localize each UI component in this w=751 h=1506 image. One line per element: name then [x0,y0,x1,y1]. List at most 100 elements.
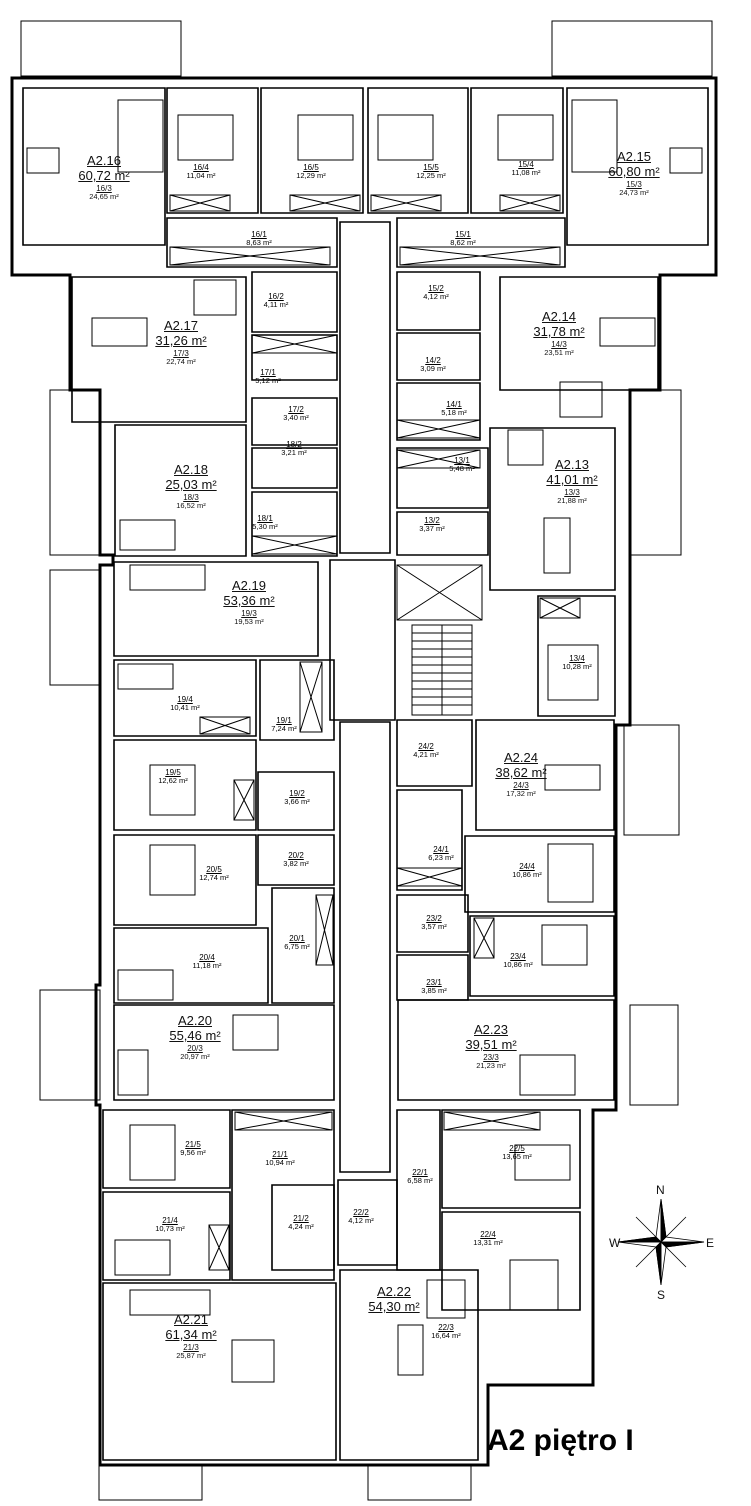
balcony [49,389,101,556]
wall [396,332,481,381]
wall [396,789,463,891]
corridor [339,221,391,554]
balcony [551,20,713,77]
wardrobes [169,194,581,1271]
compass-rose [617,1198,705,1286]
balcony [623,724,680,836]
wall [537,595,616,717]
floor-title: A2 piętro I [487,1424,634,1457]
wall [113,659,257,737]
balcony [98,1464,203,1501]
wall [396,1109,441,1271]
wall [470,87,564,214]
wall [396,382,481,441]
balcony [629,1004,679,1106]
wall [396,719,473,787]
wall [166,87,259,214]
wall [469,915,615,997]
wall [251,271,338,333]
wall [271,1184,335,1271]
shaft [299,661,323,733]
elevator [396,564,483,621]
compass-east: E [706,1236,715,1250]
wall [166,217,338,268]
balcony [367,1464,472,1501]
wall [113,927,269,1004]
wall [566,87,709,246]
wall [337,1179,398,1266]
wall [259,659,335,741]
wall [489,427,616,591]
wall [231,1109,335,1281]
elevator-cross [396,564,483,621]
wall [441,1211,581,1311]
wall [271,887,335,1004]
wall [22,87,166,246]
wall [396,447,489,509]
wall [71,276,247,423]
balcony [20,20,182,77]
wall [397,999,615,1101]
compass-north: N [656,1183,665,1197]
wall [257,771,335,831]
wall [396,511,489,556]
wall [102,1191,231,1281]
wall [113,834,257,926]
balcony [630,389,682,556]
wall [251,397,338,446]
stairs [411,624,473,716]
wall [260,87,364,214]
wall [113,1004,335,1101]
wall [102,1282,337,1461]
wall [367,87,469,214]
wall [251,491,338,557]
compass-south: S [657,1288,666,1302]
wall [113,739,257,831]
wall [396,954,469,1001]
wall [499,276,659,391]
